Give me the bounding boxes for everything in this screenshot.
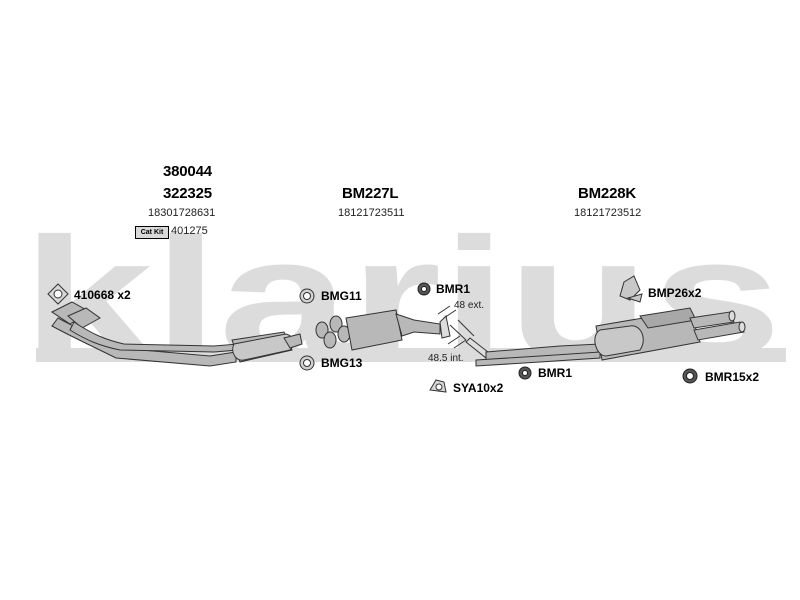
- bracket-icon: [619, 275, 643, 303]
- part-code: 322325: [163, 185, 212, 202]
- middle-silencer: [315, 309, 451, 351]
- ring-gasket-icon: [299, 288, 315, 304]
- front-pipe-with-catalyst: [51, 301, 303, 367]
- oem-number: 18121723511: [338, 207, 405, 219]
- part-code: 380044: [163, 163, 212, 180]
- fitting-label: BMR1: [538, 366, 573, 380]
- ring-gasket-icon: [299, 355, 315, 371]
- rubber-ring-icon: [682, 368, 698, 384]
- fitting-label: BMP26x2: [648, 286, 702, 300]
- fitting-label: BMG11: [321, 289, 362, 303]
- oem-number: 18121723512: [574, 207, 642, 219]
- rubber-mount-icon: [417, 282, 431, 296]
- clamp-icon: [429, 379, 447, 393]
- gasket-icon: [47, 283, 69, 305]
- cat-kit-code: 401275: [171, 225, 208, 237]
- part-code: BM227L: [342, 185, 399, 202]
- fitting-label: BMR1: [436, 282, 471, 296]
- fitting-label: SYA10x2: [453, 381, 504, 395]
- cat-kit-badge: Cat Kit: [135, 226, 169, 239]
- rear-silencer-assembly: [465, 307, 746, 367]
- dimension-marker: [437, 305, 475, 349]
- oem-number: 18301728631: [148, 207, 216, 219]
- fitting-label: BMG13: [321, 356, 363, 370]
- rubber-mount-icon: [518, 366, 532, 380]
- part-code: BM228K: [578, 185, 636, 202]
- dimension-ext: 48 ext.: [454, 300, 485, 311]
- fitting-label: 410668 x2: [74, 288, 131, 302]
- fitting-label: BMR15x2: [705, 370, 760, 384]
- dimension-int: 48.5 int.: [428, 353, 464, 364]
